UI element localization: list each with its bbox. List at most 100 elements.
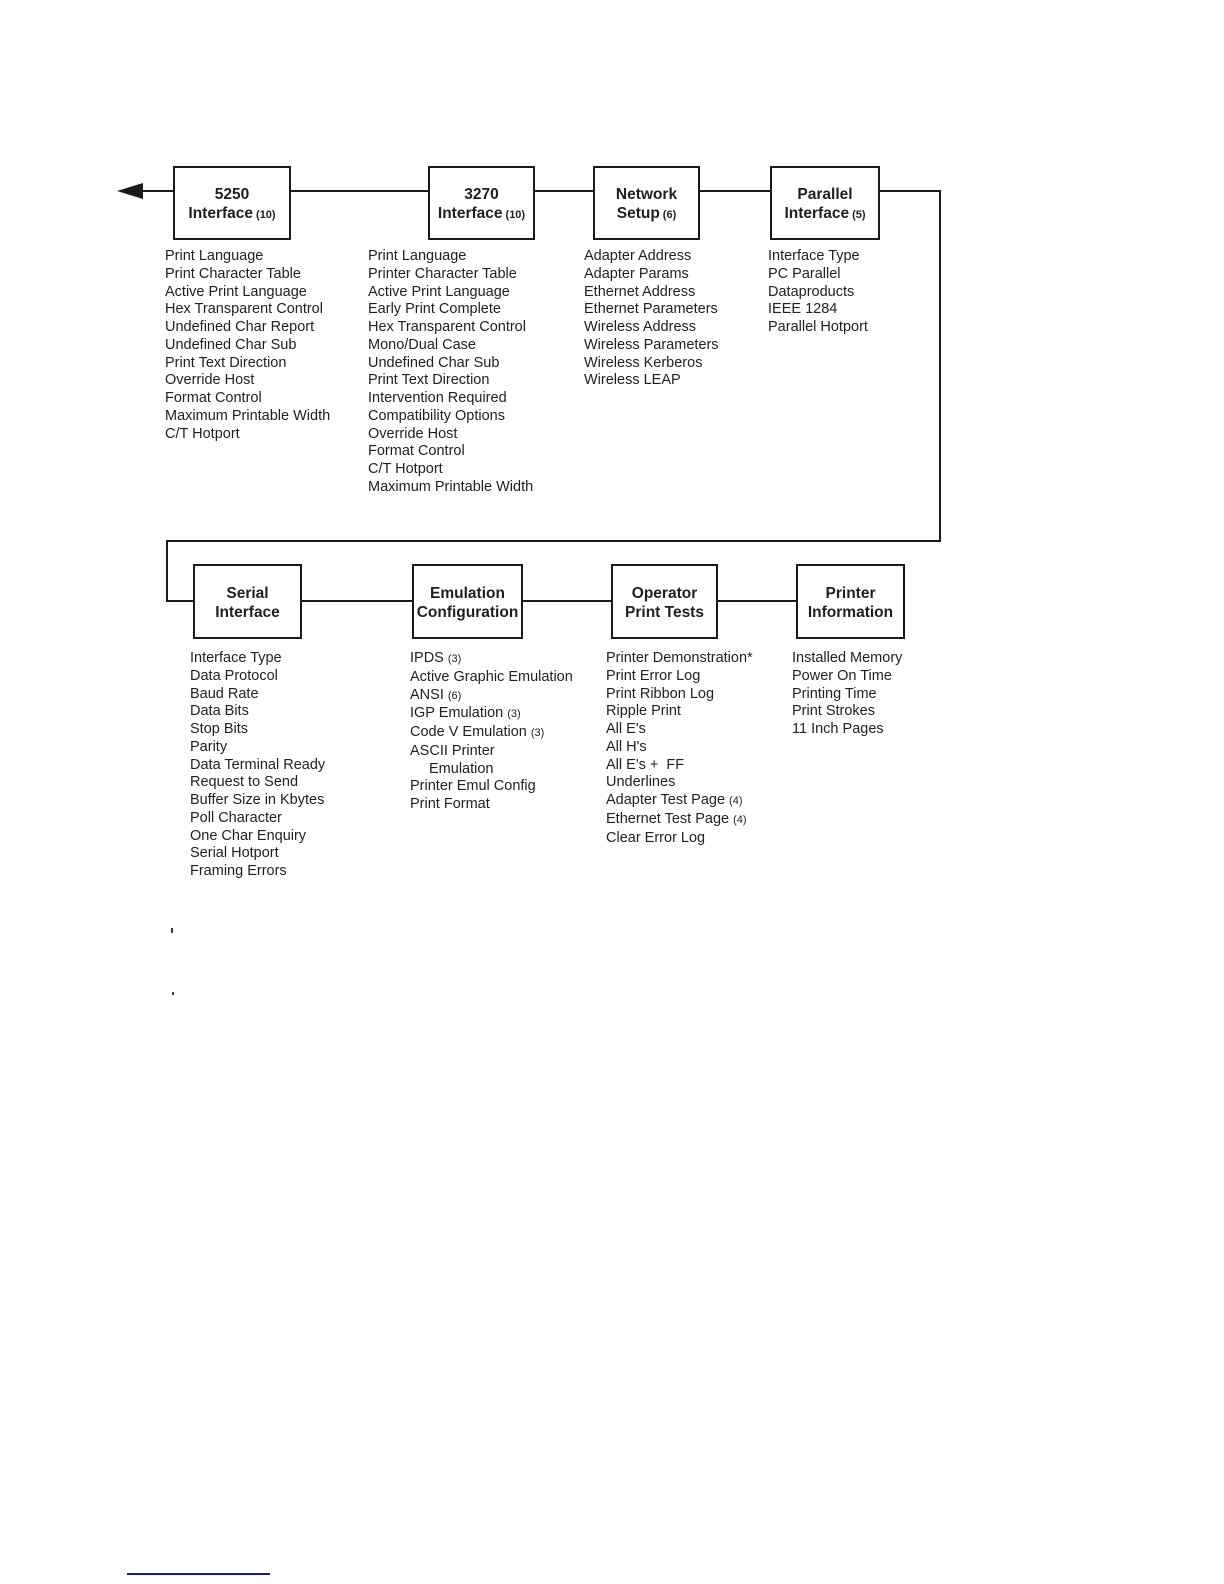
menu-item: Intervention Required [368,390,507,406]
menu-item: Maximum Printable Width [165,407,331,424]
menu-item: Ethernet Parameters [584,301,718,318]
menu-box-title-line1: 5250 [214,186,250,203]
menu-box-title-line1: Printer [825,584,876,602]
menu-item: IEEE 1284 [768,301,838,318]
menu-item: Data Protocol [190,667,278,684]
menu-item: C/T Hotport [165,425,240,442]
menu-item: Adapter Test Page(4) [606,792,743,808]
menu-item: Ripple Print [606,703,681,720]
menu-item: Printer Emul Config [410,778,536,795]
menu-item: Wireless Parameters [584,336,719,353]
menu-item: Parity [190,738,228,755]
menu-item: Hex Transparent Control [165,301,323,318]
menu-item: Maximum Printable Width [368,478,534,495]
menu-item: Printing Time [792,685,877,702]
menu-item: Active Graphic Emulation [410,668,573,685]
menu-item: C/T Hotport [368,461,443,477]
menu-item: Adapter Address [584,248,692,264]
connector-line [291,190,428,192]
connector-line [718,600,796,602]
menu-box-3270-interface: 3270 Interface(10) [428,166,535,240]
menu-item: Ethernet Test Page(4) [606,810,747,827]
menu-item: Baud Rate [190,685,259,702]
menu-item: Print Strokes [792,703,875,720]
menu-box-printer-information: Printer Information [796,564,905,639]
menu-item: Override Host [165,372,255,389]
menu-box-title-line2: Interface(10) [188,205,276,222]
menu-item: Adapter Params [584,265,689,282]
menu-box-title-line2: Interface(5) [784,205,866,222]
menu-item: Mono/Dual Case [368,336,476,353]
menu-item: Underlines [606,774,676,791]
menu-item: Data Terminal Ready [190,756,326,773]
menu-box-title-line1: 3270 [464,186,499,203]
menu-item: Print Language [368,248,467,264]
menu-item: Stop Bits [190,721,249,737]
menu-box-title-line2: Setup(6) [616,205,677,222]
connector-line [880,190,941,192]
menu-item: Power On Time [792,667,892,684]
menu-item: Undefined Char Report [165,319,315,335]
menu-box-operator-print-tests: Operator Print Tests [611,564,718,639]
menu-item: Format Control [165,390,262,406]
menu-item: Ethernet Address [584,283,696,300]
menu-item: Compatibility Options [368,407,505,424]
menu-box-title-line2: Information [807,603,894,621]
menu-item: Clear Error Log [606,829,706,846]
menu-item-count: (6) [447,689,462,702]
menu-item: Early Print Complete [368,301,501,318]
connector-line [166,540,941,542]
connector-line [166,600,195,602]
menu-item: IGP Emulation(3) [410,705,521,722]
menu-item: Wireless LEAP [584,372,681,389]
menu-item: ASCII Printer [410,742,495,759]
menu-item: IPDS(3) [410,650,462,666]
menu-box-5250-interface: 5250 Interface(10) [173,166,291,240]
connector-line [302,600,412,602]
menu-count-badge: (5) [852,209,866,221]
menu-item-count: (4) [729,795,743,807]
menu-item: Active Print Language [368,283,510,300]
menu-box-title-line1: Emulation [430,584,505,602]
menu-item: Data Bits [190,703,249,720]
menu-item: Undefined Char Sub [368,354,500,371]
menu-item: Wireless Address [584,319,697,335]
connector-line [535,190,593,192]
menu-item: Code V Emulation(3) [410,724,545,740]
stray-mark [171,928,173,933]
menu-item: Print Language [165,248,264,264]
menu-box-network-setup: Network Setup(6) [593,166,700,240]
menu-item: Print Ribbon Log [606,685,715,702]
menu-item-count: (3) [530,727,545,739]
menu-box-title-line1: Operator [631,584,698,602]
menu-box-title-line1: Serial [226,584,269,602]
menu-item: Printer Character Table [368,265,517,282]
menu-box-emulation-configuration: Emulation Configuration [412,564,523,639]
menu-item: Hex Transparent Control [368,319,526,335]
menu-item: ANSI(6) [410,686,462,703]
connector-line [138,190,175,192]
menu-item: Format Control [368,443,465,460]
menu-item: Printer Demonstration* [606,650,753,666]
menu-item-count: (3) [507,708,521,721]
footer-rule [127,1573,270,1575]
connector-line [939,190,941,542]
menu-box-title-line2: Interface(10) [437,205,526,222]
menu-box-title-line2: Configuration [416,603,519,621]
menu-item: Serial Hotport [190,845,279,862]
menu-item-count: (4) [733,813,747,826]
connector-line [523,600,611,602]
menu-count-badge: (10) [505,209,526,221]
menu-item-count: (3) [447,653,462,665]
menu-item: Interface Type [768,248,860,264]
menu-box-title-line2: Interface [215,603,280,621]
menu-box-title-line2: Print Tests [625,603,704,621]
left-arrow-icon [117,183,143,199]
menu-item: Dataproducts [768,283,855,300]
